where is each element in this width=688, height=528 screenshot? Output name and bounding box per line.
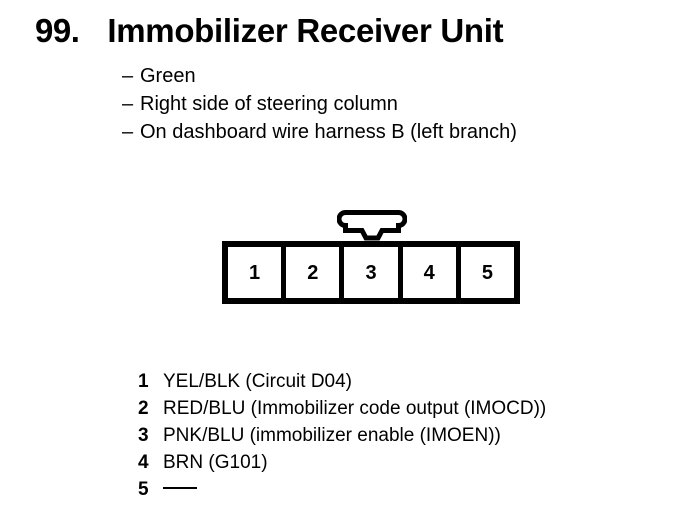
pin-number: 2	[138, 398, 149, 419]
pin-description: PNK/BLU (immobilizer enable (IMOEN))	[163, 425, 501, 446]
terminal-cavity[interactable]: 1	[228, 247, 287, 298]
dash-icon: –	[122, 65, 134, 87]
connector-latch-icon	[337, 210, 407, 241]
pin-number: 3	[138, 425, 149, 446]
pin-legend-row: 4 BRN (G101)	[138, 449, 658, 476]
terminal-cavity[interactable]: 2	[286, 247, 345, 298]
pin-description	[163, 476, 197, 503]
pin-legend: 1 YEL/BLK (Circuit D04) 2 RED/BLU (Immob…	[138, 368, 658, 503]
pin-description: RED/BLU (Immobilizer code output (IMOCD)…	[163, 398, 547, 419]
pin-description: BRN (G101)	[163, 452, 268, 473]
description-list: – Green – Right side of steering column …	[122, 62, 662, 146]
pin-legend-row: 5	[138, 476, 658, 503]
terminal-number: 5	[481, 261, 493, 284]
pin-legend-row: 3 PNK/BLU (immobilizer enable (IMOEN))	[138, 422, 658, 449]
list-item: – Green	[122, 62, 662, 90]
dash-icon: –	[122, 93, 134, 115]
connector-diagram: 1 2 3 4 5	[222, 210, 520, 305]
pin-description: YEL/BLK (Circuit D04)	[163, 371, 353, 392]
section-number: 99.	[35, 12, 80, 49]
pin-number: 4	[138, 452, 149, 473]
list-item-label: On dashboard wire harness B (left branch…	[140, 121, 517, 143]
page-title: Immobilizer Receiver Unit	[107, 12, 504, 49]
list-item-label: Right side of steering column	[140, 93, 398, 115]
list-item: – Right side of steering column	[122, 90, 662, 118]
pin-number: 5	[138, 479, 149, 500]
dash-icon: –	[122, 121, 134, 143]
terminal-cavity[interactable]: 5	[460, 247, 515, 298]
pin-legend-row: 2 RED/BLU (Immobilizer code output (IMOC…	[138, 395, 658, 422]
terminal-cavity[interactable]: 3	[344, 247, 403, 298]
list-item: – On dashboard wire harness B (left bran…	[122, 118, 662, 146]
pin-legend-row: 1 YEL/BLK (Circuit D04)	[138, 368, 658, 395]
terminal-number: 4	[423, 261, 435, 284]
terminal-cavity[interactable]: 4	[402, 247, 461, 298]
pin-number: 1	[138, 371, 149, 392]
title-row: 99. Immobilizer Receiver Unit	[35, 12, 504, 50]
connector-body: 1 2 3 4 5	[222, 241, 520, 304]
list-item-label: Green	[140, 65, 196, 87]
terminal-number: 3	[365, 261, 377, 284]
terminal-number: 2	[307, 261, 319, 284]
terminal-number: 1	[249, 261, 261, 284]
empty-pin-dash-icon	[163, 487, 197, 489]
